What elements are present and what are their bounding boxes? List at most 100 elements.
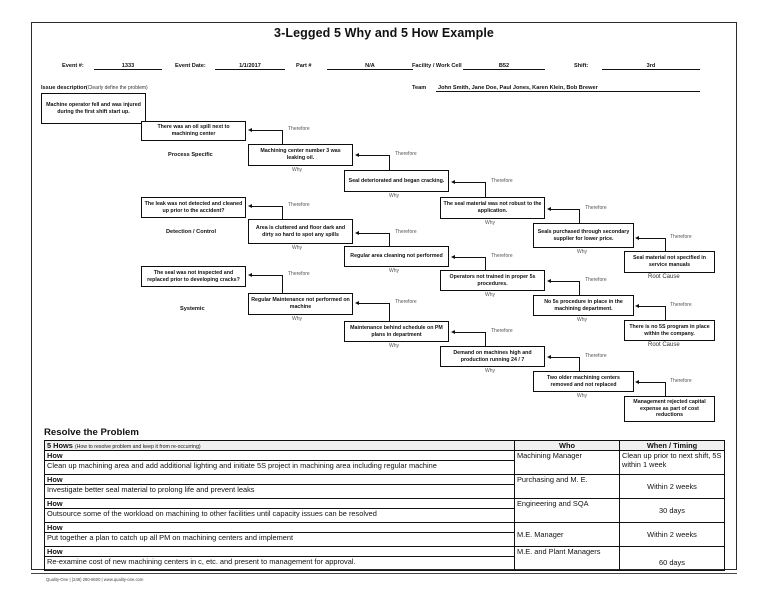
leg-1-conn-2-label: Therefore: [395, 151, 417, 157]
leg-2-conn-4-arrow: [547, 278, 551, 283]
leg-2-why-2: Why: [389, 268, 399, 274]
footer-text: Quality-One | (248) 280-8600 | www.quali…: [46, 577, 144, 582]
part-no-value[interactable]: N/A: [365, 63, 375, 69]
event-date-value[interactable]: 1/1/2017: [239, 63, 261, 69]
leg-2-conn-5-arrow: [635, 303, 639, 308]
when-cell-5[interactable]: 60 days: [619, 546, 725, 571]
leg-1-tag: Process Specific: [168, 152, 213, 158]
leg-3-conn-4-h: [551, 357, 579, 358]
leg-1-conn-2-h: [359, 155, 389, 156]
facility-value[interactable]: B52: [498, 63, 510, 69]
leg-3-why-3: Why: [485, 368, 495, 374]
how-text-1[interactable]: Clean up machining area and add addition…: [44, 460, 515, 475]
table-row: How M.E. Manager Within 2 weeks: [44, 522, 725, 547]
leg-2-conn-5-label: Therefore: [670, 302, 692, 308]
how-text-5[interactable]: Re-examine cost of new machining centers…: [44, 556, 515, 571]
leg-1-box-2[interactable]: Machining center number 3 was leaking oi…: [248, 144, 353, 166]
leg-2-box-4[interactable]: Operators not trained in proper 5s proce…: [440, 270, 545, 291]
page-title: 3-Legged 5 Why and 5 How Example: [274, 26, 494, 40]
who-cell-5[interactable]: M.E. and Plant Managers: [514, 546, 620, 571]
who-cell-1[interactable]: Machining Manager: [514, 450, 620, 475]
shift-value[interactable]: 3rd: [646, 63, 656, 69]
table-row: How M.E. and Plant Managers 60 days: [44, 546, 725, 571]
leg-1-conn-3-v: [485, 182, 486, 200]
leg-3-conn-1-h: [252, 275, 282, 276]
leg-3-conn-2-h: [359, 303, 389, 304]
leg-2-conn-3-h: [455, 257, 485, 258]
leg-2-tag: Detection / Control: [166, 229, 217, 235]
leg-3-conn-4-label: Therefore: [585, 353, 607, 359]
part-no-rule: [327, 69, 413, 70]
leg-2-why-1: Why: [292, 245, 302, 251]
when-cell-3[interactable]: 30 days: [619, 498, 725, 523]
leg-1-why-2: Why: [389, 193, 399, 199]
how-text-3[interactable]: Outsource some of the workload on machin…: [44, 508, 515, 523]
leg-3-box-2[interactable]: Regular Maintenance not performed on mac…: [248, 293, 353, 315]
leg-2-box-5[interactable]: No 5s procedure in place in the machinin…: [533, 295, 634, 316]
table-row: How Purchasing and M. E. Within 2 weeks: [44, 474, 725, 499]
shift-label: Shift:: [574, 63, 589, 69]
leg-1-conn-5-label: Therefore: [670, 234, 692, 240]
leg-1-conn-3-label: Therefore: [491, 178, 513, 184]
facility-rule: [463, 69, 545, 70]
leg-3-conn-1-arrow: [248, 272, 252, 277]
leg-1-box-1[interactable]: There was an oil spill next to machining…: [141, 121, 246, 141]
leg-1-box-3[interactable]: Seal deteriorated and began cracking.: [344, 170, 449, 192]
leg-3-why-2: Why: [389, 343, 399, 349]
leg-1-box-4[interactable]: The seal material was not robust to the …: [440, 197, 545, 219]
leg-2-conn-5-v: [665, 306, 666, 322]
leg-1-root-cause-box[interactable]: Seal material not specified in service m…: [624, 251, 715, 273]
who-cell-4[interactable]: M.E. Manager: [514, 522, 620, 547]
leg-2-conn-3-v: [485, 257, 486, 275]
leg-1-conn-2-v: [389, 155, 390, 173]
issue-description-box[interactable]: Machine operator fell and was injured du…: [41, 93, 146, 124]
team-label: Team: [412, 85, 427, 91]
leg-2-conn-2-v: [389, 233, 390, 251]
how-label-5: How: [44, 546, 515, 557]
leg-2-conn-1-arrow: [248, 203, 252, 208]
leg-1-box-5[interactable]: Seals purchased through secondary suppli…: [533, 223, 634, 248]
leg-3-box-3[interactable]: Maintenance behind schedule on PM plans …: [344, 321, 449, 342]
how-text-4[interactable]: Put together a plan to catch up all PM o…: [44, 532, 515, 547]
leg-1-conn-1-label: Therefore: [288, 126, 310, 132]
event-date-label: Event Date:: [175, 63, 206, 69]
leg-2-conn-1-label: Therefore: [288, 202, 310, 208]
leg-1-conn-2-arrow: [355, 152, 359, 157]
who-cell-3[interactable]: Engineering and SQA: [514, 498, 620, 523]
banner-hint: (How to resolve problem and keep it from…: [74, 444, 201, 450]
table-row: How Engineering and SQA 30 days: [44, 498, 725, 523]
col-who-header: Who: [514, 440, 620, 451]
leg-1-conn-5-h: [639, 238, 665, 239]
leg-1-why-1: Why: [292, 167, 302, 173]
leg-3-root-cause-box[interactable]: Management rejected capital expense as p…: [624, 396, 715, 422]
leg-3-conn-1-v: [282, 275, 283, 293]
leg-2-root-cause-box[interactable]: There is no 5S program in place within t…: [624, 320, 715, 341]
leg-3-why-1: Why: [292, 316, 302, 322]
shift-rule: [602, 69, 700, 70]
leg-3-conn-2-arrow: [355, 300, 359, 305]
leg-1-conn-4-arrow: [547, 206, 551, 211]
event-date-rule: [215, 69, 285, 70]
leg-3-box-5[interactable]: Two older machining centers removed and …: [533, 371, 634, 392]
how-label-2: How: [44, 474, 515, 485]
leg-3-box-4[interactable]: Demand on machines high and production r…: [440, 346, 545, 367]
banner-cell: 5 Hows (How to resolve problem and keep …: [44, 440, 515, 451]
leg-2-conn-4-h: [551, 281, 579, 282]
how-text-2[interactable]: Investigate better seal material to prol…: [44, 484, 515, 499]
who-cell-2[interactable]: Purchasing and M. E.: [514, 474, 620, 499]
issue-description-hint: (Clearly define the problem): [86, 85, 148, 91]
table-row-banner: 5 Hows (How to resolve problem and keep …: [44, 440, 725, 451]
event-no-value[interactable]: 1333: [121, 63, 135, 69]
team-value[interactable]: John Smith, Jane Doe, Paul Jones, Karen …: [438, 85, 598, 91]
when-cell-1[interactable]: Clean up prior to next shift, 5S within …: [619, 450, 725, 475]
issue-description-label: Issue description: [41, 85, 88, 91]
leg-2-box-1[interactable]: The leak was not detected and cleaned up…: [141, 197, 246, 218]
leg-3-box-1[interactable]: The seal was not inspected and replaced …: [141, 266, 246, 287]
when-cell-2[interactable]: Within 2 weeks: [619, 474, 725, 499]
facility-label: Facility / Work Cell: [412, 63, 462, 69]
when-cell-4[interactable]: Within 2 weeks: [619, 522, 725, 547]
leg-2-box-2[interactable]: Area is cluttered and floor dark and dir…: [248, 219, 353, 244]
how-label-4: How: [44, 522, 515, 533]
leg-2-conn-2-h: [359, 233, 389, 234]
leg-2-box-3[interactable]: Regular area cleaning not performed: [344, 246, 449, 267]
